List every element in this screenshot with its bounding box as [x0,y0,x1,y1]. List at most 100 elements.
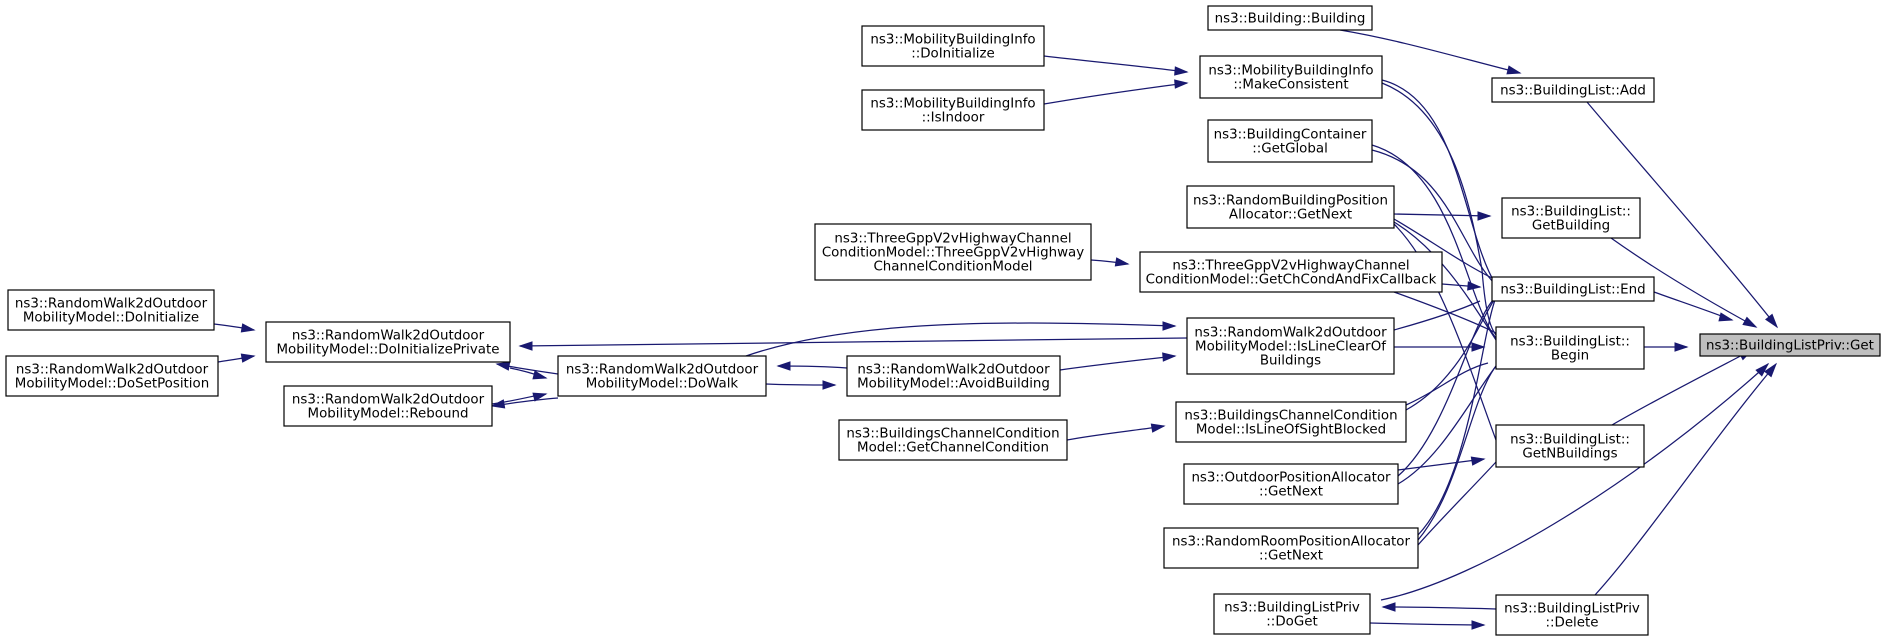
node-label: ns3::RandomBuildingPosition [1193,194,1388,209]
node-islineclear[interactable]: ns3::RandomWalk2dOutdoorMobilityModel::I… [1186,317,1395,375]
node-box [1491,276,1655,302]
arrowhead-10 [1477,211,1492,221]
node-doinitpriv[interactable]: ns3::RandomWalk2dOutdoorMobilityModel::D… [265,321,511,363]
node-label: ::GetNext [1259,549,1323,564]
node-label: Allocator::GetNext [1229,208,1352,223]
edge-roompa-28 [1417,365,1497,541]
arrowhead-7 [1506,65,1522,75]
node-label: ::DoGet [1266,615,1317,630]
node-label: MobilityModel::DoSetPosition [15,377,209,392]
node-bcglobal[interactable]: ns3::BuildingContainer::GetGlobal [1207,119,1373,163]
node-box [861,25,1045,67]
edge-bcglobal-12 [1371,149,1497,286]
node-mbidoinit[interactable]: ns3::MobilityBuildingInfo::DoInitialize [861,25,1045,67]
node-label: ::MakeConsistent [1233,78,1348,93]
node-dowalk[interactable]: ns3::RandomWalk2dOutdoorMobilityModel::D… [557,355,767,397]
arrowhead-14 [1114,257,1130,267]
edge-roompa-29 [1417,461,1497,546]
arrowhead-18 [822,380,837,390]
node-label: ::DoInitialize [911,47,995,62]
node-label: ns3::MobilityBuildingInfo [870,97,1035,112]
arrowhead-19 [495,361,511,371]
node-end[interactable]: ns3::BuildingList::End [1491,276,1655,302]
node-label: Model::IsLineOfSightBlocked [1196,423,1386,438]
node-bbuilding[interactable]: ns3::Building::Building [1207,5,1373,31]
edge-islineclear-38 [519,337,1188,347]
arrowhead-17 [776,361,791,371]
node-label: ::GetGlobal [1252,142,1328,157]
node-box [1175,401,1407,443]
node-label: ns3::BuildingsChannelCondition [846,427,1059,442]
node-box [1491,77,1655,103]
node-label: ns3::RandomWalk2dOutdoor [15,297,208,312]
node-getbuilding[interactable]: ns3::BuildingList::GetBuilding [1501,197,1641,239]
node-label: ns3::RandomWalk2dOutdoor [16,363,209,378]
edge-roompa-27 [1417,296,1497,536]
arrowhead-6 [1755,362,1770,377]
node-outdoorpa[interactable]: ns3::OutdoorPositionAllocator::GetNext [1183,463,1399,505]
node-roompa[interactable]: ns3::RandomRoomPositionAllocator::GetNex… [1163,527,1419,569]
node-box [1213,593,1371,635]
arrowhead-26 [1162,321,1177,331]
node-v2vget[interactable]: ns3::ThreeGppV2vHighwayChannelConditionM… [1139,251,1443,293]
node-begin[interactable]: ns3::BuildingList::Begin [1495,326,1645,370]
edge-rbpa-15 [1393,218,1493,279]
node-doget[interactable]: ns3::BuildingListPriv::DoGet [1213,593,1371,635]
nodes-layer: ns3::BuildingListPriv::Getns3::BuildingL… [5,5,1881,636]
node-getchcond[interactable]: ns3::BuildingsChannelConditionModel::Get… [838,419,1068,461]
node-label: ns3::RandomWalk2dOutdoor [566,363,759,378]
node-getn[interactable]: ns3::BuildingList::GetNBuildings [1495,424,1645,468]
arrowhead-23 [240,353,256,363]
node-label: ns3::Building::Building [1215,12,1366,27]
node-label: MobilityModel::DoInitializePrivate [276,343,499,358]
edge-outdoorpa-26 [1397,458,1485,471]
node-get[interactable]: ns3::BuildingListPriv::Get [1699,333,1881,357]
edge-makecons-11 [1381,79,1497,286]
node-rebound[interactable]: ns3::RandomWalk2dOutdoorMobilityModel::R… [283,385,493,427]
node-v2vctor[interactable]: ns3::ThreeGppV2vHighwayChannelConditionM… [814,223,1092,281]
node-label: ns3::RandomWalk2dOutdoor [292,329,485,344]
edge-makecons-10 [1381,82,1497,336]
node-label: GetNBuildings [1522,447,1617,462]
node-box [7,289,215,331]
node-label: ChannelConditionModel [873,260,1032,275]
edge-getn-4 [1611,349,1753,426]
node-label: MobilityModel::Rebound [308,407,469,422]
node-box [1163,527,1419,569]
edge-rbpa-17 [1393,223,1497,441]
node-label: ns3::BuildingsChannelCondition [1184,409,1397,424]
node-label: Begin [1551,349,1589,364]
arrowhead-15 [1150,423,1166,433]
arrowhead-25 [1471,620,1486,630]
node-box [1207,119,1373,163]
arrowhead-22 [240,323,256,333]
node-dosetpos[interactable]: ns3::RandomWalk2dOutdoorMobilityModel::D… [5,355,219,397]
edge-rbpa-14 [1393,213,1491,217]
node-label: MobilityModel::AvoidBuilding [857,377,1050,392]
node-label: ns3::MobilityBuildingInfo [1208,64,1373,79]
node-label: ns3::BuildingList:: [1511,205,1631,220]
edge-add-0 [1586,101,1778,328]
node-label: ::Delete [1545,616,1598,631]
node-box [1495,326,1645,370]
node-box [1199,55,1383,99]
edges-layer [213,29,1779,630]
node-rwdoinit[interactable]: ns3::RandomWalk2dOutdoorMobilityModel::D… [7,289,215,331]
node-label: ns3::BuildingContainer [1214,128,1367,143]
arrowhead-5 [1764,362,1778,378]
node-label: MobilityModel::IsLineClearOf [1195,340,1386,355]
edge-bbuilding-7 [1339,29,1521,74]
node-label: ns3::RandomWalk2dOutdoor [857,363,1050,378]
edge-outdoorpa-25 [1397,365,1497,485]
node-label: MobilityModel::DoInitialize [23,311,199,326]
arrowhead-20 [490,399,506,409]
arrowhead-0 [1765,313,1779,329]
node-isindoor[interactable]: ns3::MobilityBuildingInfo::IsIndoor [861,89,1045,131]
node-rbpa[interactable]: ns3::RandomBuildingPositionAllocator::Ge… [1186,185,1395,229]
node-isblocked[interactable]: ns3::BuildingsChannelConditionModel::IsL… [1175,401,1407,443]
node-avoid[interactable]: ns3::RandomWalk2dOutdoorMobilityModel::A… [846,355,1061,397]
node-add[interactable]: ns3::BuildingList::Add [1491,77,1655,103]
node-delete[interactable]: ns3::BuildingListPriv::Delete [1495,594,1649,636]
arrowhead-27 [532,370,548,380]
node-makecons[interactable]: ns3::MobilityBuildingInfo::MakeConsisten… [1199,55,1383,99]
